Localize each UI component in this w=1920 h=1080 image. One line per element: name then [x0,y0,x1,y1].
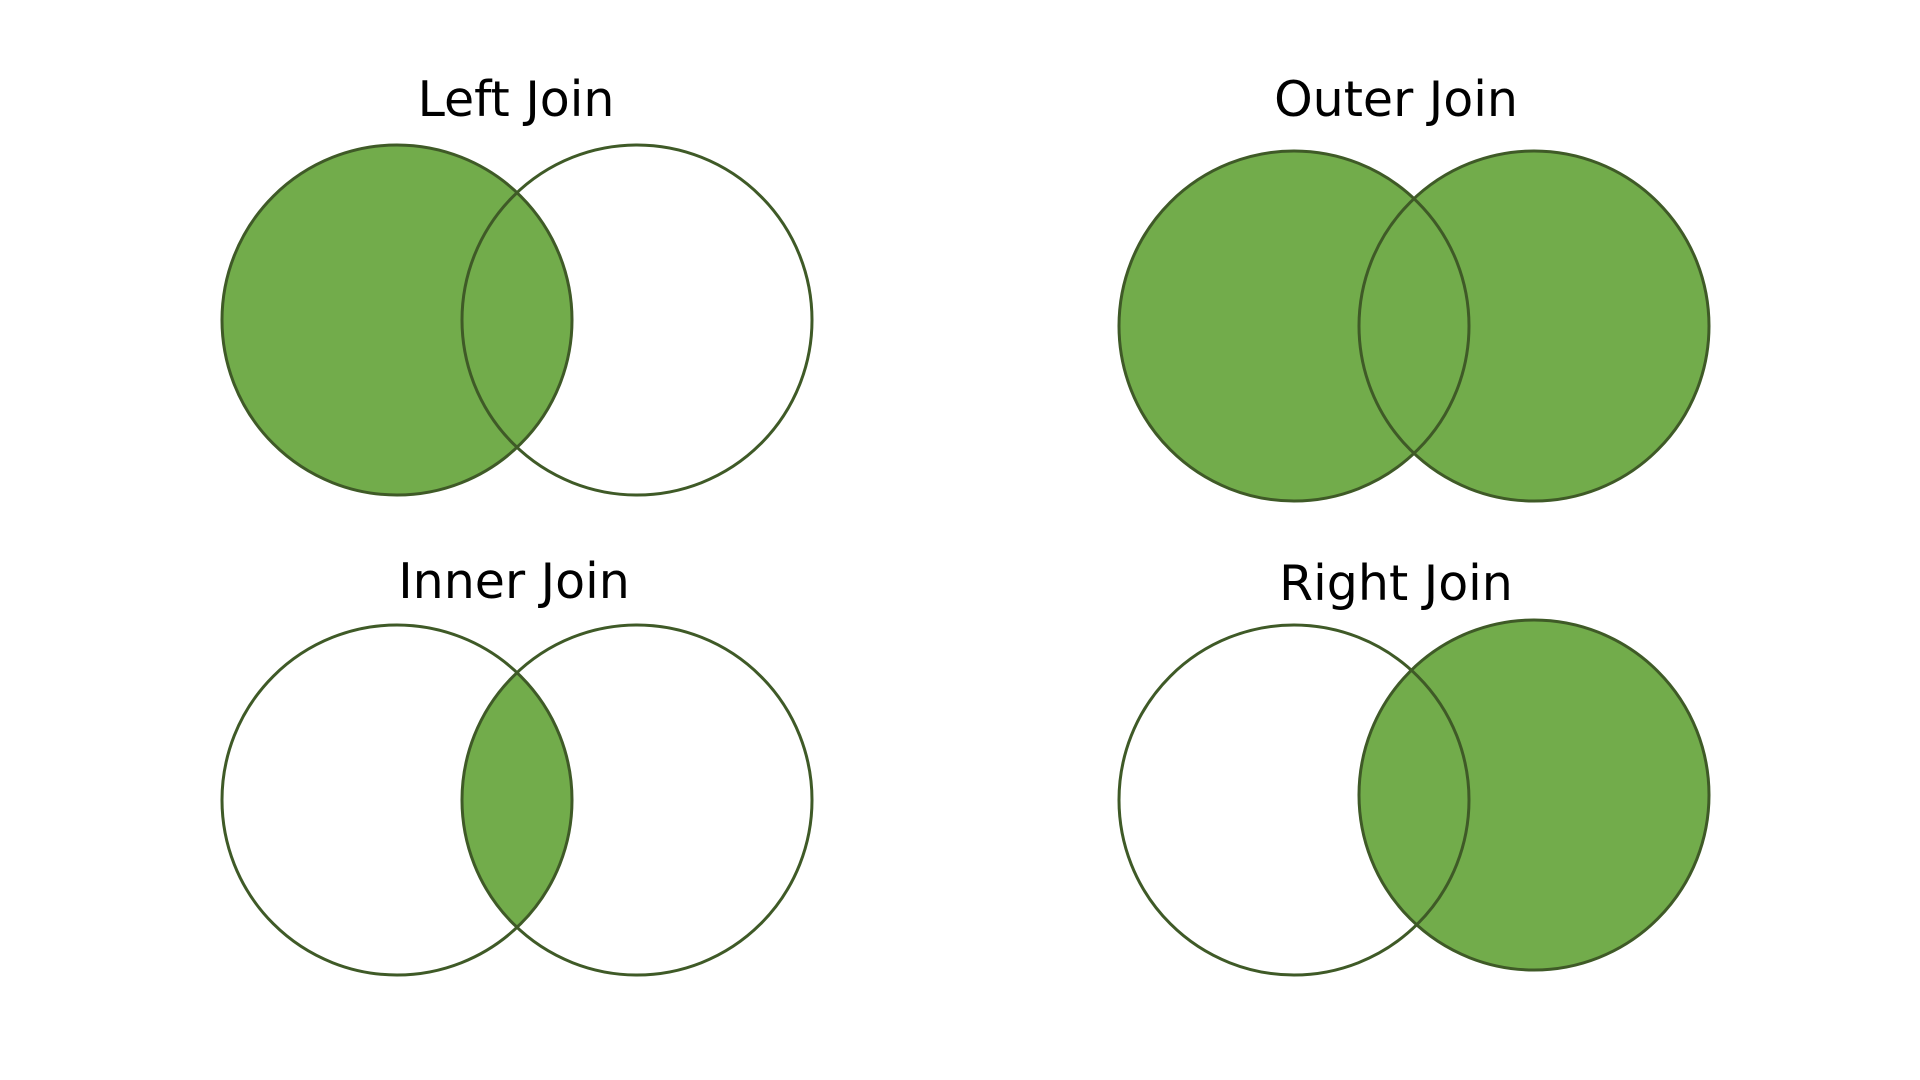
right-join-diagram: Right Join [1117,555,1711,977]
inner-join-left-circle [220,623,574,977]
inner-join-diagram: Inner Join [220,553,814,977]
outer-join-right-circle [1357,149,1711,503]
outer-join-diagram: Outer Join [1117,71,1711,503]
outer-join-left-circle [1117,149,1471,503]
right-join-title: Right Join [1279,555,1513,612]
inner-join-right-circle [460,623,814,977]
left-join-left-circle [220,143,574,497]
left-join-title: Left Join [418,71,615,128]
left-join-right-circle [460,143,814,497]
right-join-right-circle [1357,618,1711,972]
left-join-diagram: Left Join [220,71,814,497]
right-join-left-circle [1117,623,1471,977]
inner-join-title: Inner Join [398,553,630,610]
outer-join-title: Outer Join [1274,71,1518,128]
